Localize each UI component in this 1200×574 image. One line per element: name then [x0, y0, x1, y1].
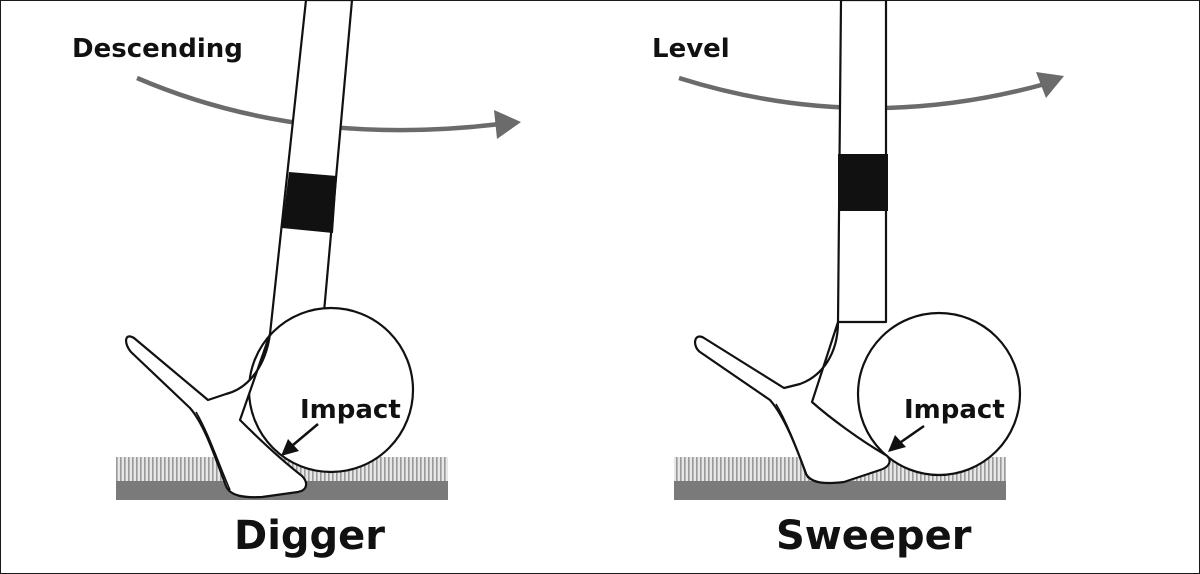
wedge-face-line [775, 403, 809, 479]
swing-path-arrowhead [494, 110, 521, 139]
swing-path-arrowhead [1036, 72, 1064, 98]
grip-band [838, 154, 888, 211]
golf-ball [247, 306, 415, 474]
club-shaft [268, 0, 354, 336]
grip-band [282, 172, 337, 233]
style-label: Sweeper [776, 513, 972, 559]
wedge-head [125, 332, 308, 499]
style-label: Digger [234, 513, 385, 559]
impact-label: Impact [300, 395, 401, 425]
impact-arrow [292, 423, 319, 446]
swing-label: Descending [72, 34, 243, 64]
swing-label: Level [652, 34, 730, 64]
impact-label: Impact [904, 395, 1005, 425]
digger-panel: Descending Impact Digger [72, 0, 521, 559]
wedge-face-line [195, 411, 231, 491]
impact-arrowhead [888, 435, 906, 452]
sweeper-panel: Level Impact Sweeper [652, 0, 1064, 559]
impact-arrow [900, 424, 925, 444]
impact-arrowhead [281, 439, 299, 456]
golf-ball [856, 311, 1022, 477]
